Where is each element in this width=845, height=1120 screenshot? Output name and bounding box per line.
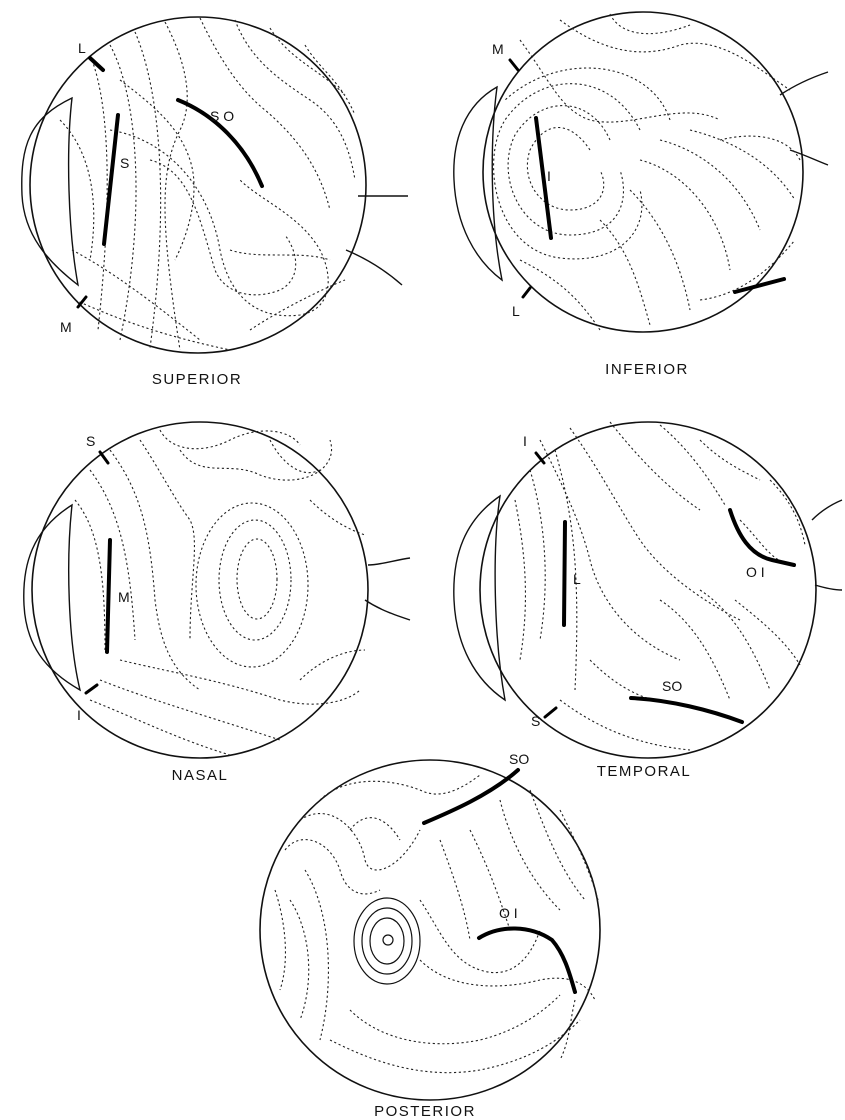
inferior-lateral-muscle — [523, 288, 530, 297]
nasal-title: NASAL — [172, 767, 229, 784]
inferior-title: INFERIOR — [605, 361, 689, 378]
nasal-optic-nerve — [365, 558, 410, 620]
posterior-optic-disc — [354, 898, 420, 984]
nasal-globe — [32, 422, 368, 758]
inferior-label-lateral: L — [512, 303, 520, 319]
superior-label-superior: S — [120, 155, 129, 171]
posterior-label-inferior-oblique: O I — [499, 905, 518, 921]
temporal-inferior-oblique — [730, 510, 794, 565]
nasal-medial-rectus — [107, 540, 110, 652]
view-nasal: S M I NASAL — [24, 422, 410, 784]
temporal-label-inferior-oblique: O I — [746, 564, 765, 580]
inferior-optic-nerve — [780, 72, 828, 165]
posterior-globe — [260, 760, 600, 1100]
temporal-label-lateral: L — [573, 571, 581, 587]
temporal-globe — [480, 422, 816, 758]
superior-title: SUPERIOR — [152, 371, 242, 388]
view-inferior: M I L INFERIOR — [454, 12, 828, 378]
view-temporal: I L O I SO S TEMPORAL — [454, 422, 842, 780]
temporal-lateral-rectus — [564, 522, 565, 625]
inferior-label-medial: M — [492, 41, 504, 57]
inferior-globe — [483, 12, 803, 332]
temporal-optic-nerve — [812, 500, 842, 590]
superior-lateral-muscle — [90, 58, 103, 70]
temporal-label-superior-oblique: SO — [662, 678, 682, 694]
inferior-contour-lines — [494, 14, 800, 330]
view-superior: L S S O M SUPERIOR — [22, 17, 408, 388]
temporal-label-superior: S — [531, 713, 540, 729]
superior-label-superior-oblique: S O — [210, 108, 234, 124]
superior-superior-rectus — [104, 115, 118, 244]
nasal-label-medial: M — [118, 589, 130, 605]
nasal-label-superior: S — [86, 433, 95, 449]
temporal-superior-muscle — [545, 708, 556, 717]
temporal-label-inferior: I — [523, 433, 527, 449]
superior-label-lateral: L — [78, 40, 86, 56]
inferior-label-inferior: I — [547, 168, 551, 184]
posterior-inferior-oblique — [479, 928, 575, 992]
superior-contour-lines — [60, 18, 355, 350]
superior-label-medial: M — [60, 319, 72, 335]
posterior-title: POSTERIOR — [374, 1103, 476, 1120]
inferior-medial-muscle — [510, 60, 518, 70]
nasal-superior-muscle — [100, 452, 108, 463]
superior-optic-nerve — [346, 196, 408, 285]
temporal-superior-oblique — [631, 698, 742, 722]
view-posterior: SO O I POSTERIOR — [260, 751, 600, 1120]
nasal-label-inferior: I — [77, 707, 81, 723]
temporal-title: TEMPORAL — [597, 763, 692, 780]
posterior-label-superior-oblique: SO — [509, 751, 529, 767]
nasal-inferior-muscle — [86, 685, 97, 693]
